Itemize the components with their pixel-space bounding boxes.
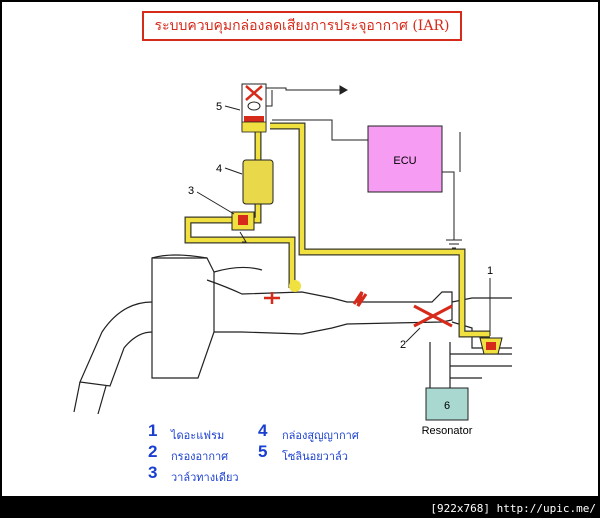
intake-port [289,280,301,292]
label-3: 3 [188,185,194,197]
legend-num-1: 1 [148,421,158,440]
resonator-box [425,387,469,421]
legend-num-2: 2 [148,442,158,461]
label-4: 4 [216,163,222,175]
pointer-5 [224,105,241,111]
vacuum-tank [242,159,274,205]
diaphragm [479,337,503,355]
pointer-3 [196,191,235,215]
engine-intake-sketch [73,254,512,415]
label-5: 5 [216,101,222,113]
resonator-label: Resonator [422,425,473,437]
ecu-label: ECU [393,155,416,167]
ecu-wiring [250,85,462,249]
label-6: 6 [444,400,450,412]
slide-frame: ECU 5 4 3 2 [2,2,598,496]
solenoid-valve [241,83,267,133]
ecu-box [367,125,443,193]
one-way-valve [231,211,255,243]
legend-text-2: กรองอากาศ [171,450,229,463]
diagram-title: ระบบควบคุมกล่องลดเสียงการประจุอากาศ (IAR… [142,11,462,41]
vacuum-lines-fill [185,123,490,337]
intake-valve-mark [352,291,368,307]
throttle-valve-mark [264,292,280,304]
legend-text-5: โซลินอยวาล์ว [282,450,348,463]
air-filter-mark [413,304,453,328]
legend-text-1: ไดอะแฟรม [171,429,225,442]
label-1: 1 [487,265,493,277]
pointer-2 [405,327,421,343]
label-2: 2 [400,339,406,351]
legend-num-4: 4 [258,421,268,440]
pointer-4 [224,167,243,175]
legend-text-4: กล่องสูญญากาศ [282,429,359,442]
iar-system-diagram: ECU 5 4 3 2 [73,83,512,437]
legend-num-5: 5 [258,442,268,461]
watermark-footer: [922x768] http://upic.me/ [430,502,596,515]
legend-text-3: วาล์วทางเดียว [171,471,239,484]
legend-num-3: 3 [148,463,158,482]
